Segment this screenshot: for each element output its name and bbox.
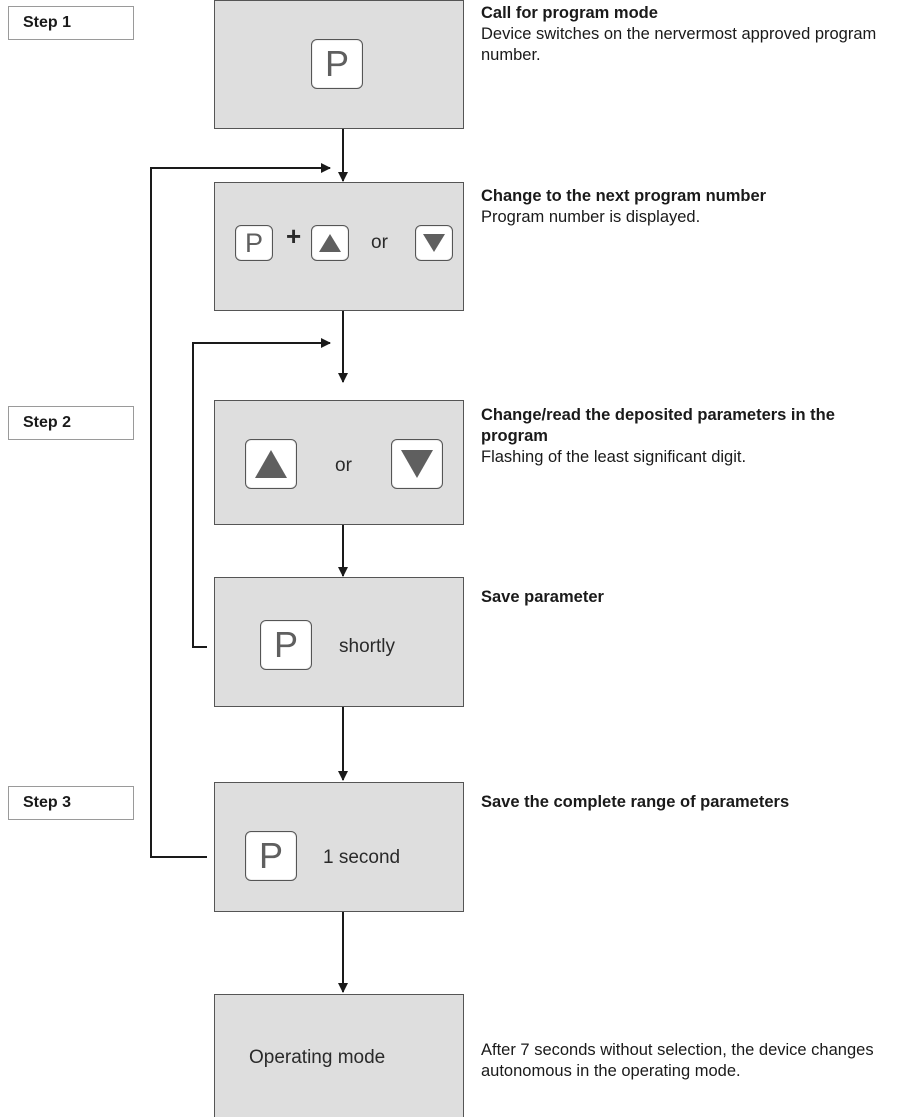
or-text: or [335,455,352,476]
desc-text: Flashing of the least significant digit. [481,448,747,466]
plus-sign: + [286,221,302,251]
box-change-params: or [214,400,464,525]
step-2-label: Step 2 [8,406,134,440]
or-text: or [371,232,388,253]
triangle-up-icon [319,234,341,252]
desc-save-parameter: Save parameter [481,587,901,608]
triangle-down-icon [401,450,433,478]
loop-saveall-to-next [150,163,331,858]
desc-title: Save parameter [481,588,604,606]
desc-title: Change to the next program number [481,187,767,205]
desc-text: After 7 seconds without selection, the d… [481,1041,874,1080]
desc-program-mode: Call for program mode Device switches on… [481,3,901,66]
desc-text: Device switches on the nervermost approv… [481,25,877,64]
desc-operating-mode: After 7 seconds without selection, the d… [481,1040,906,1082]
step-1-label: Step 1 [8,6,134,40]
desc-title: Change/read the deposited parameters in … [481,406,835,445]
box-program-mode: P [214,0,464,129]
p-key: P [260,620,312,670]
box-save-all: P 1 second [214,782,464,912]
down-arrow-key [391,439,443,489]
desc-change-params: Change/read the deposited parameters in … [481,405,901,468]
triangle-down-icon [423,234,445,252]
p-key-label: P [258,835,283,876]
loop-save-to-params [192,338,331,648]
p-key-label: P [273,624,298,665]
p-key-label: P [324,43,349,84]
p-key: P [245,831,297,881]
box-next-program: P + or [214,182,464,311]
box-operating-mode: Operating mode [214,994,464,1117]
desc-next-program: Change to the next program number Progra… [481,186,901,228]
desc-text: Program number is displayed. [481,208,701,226]
triangle-up-icon [255,450,287,478]
step-3-label: Step 3 [8,786,134,820]
up-arrow-key [245,439,297,489]
desc-save-all: Save the complete range of parameters [481,792,901,813]
duration-text: shortly [339,636,395,657]
desc-title: Call for program mode [481,4,658,22]
down-arrow-key [415,225,453,261]
operating-mode-text: Operating mode [249,1047,386,1068]
desc-title: Save the complete range of parameters [481,793,790,811]
up-arrow-key [311,225,349,261]
p-key-label: P [244,227,263,258]
box-save-parameter: P shortly [214,577,464,707]
p-key: P [311,39,363,89]
duration-text: 1 second [323,847,401,868]
p-key: P [235,225,273,261]
